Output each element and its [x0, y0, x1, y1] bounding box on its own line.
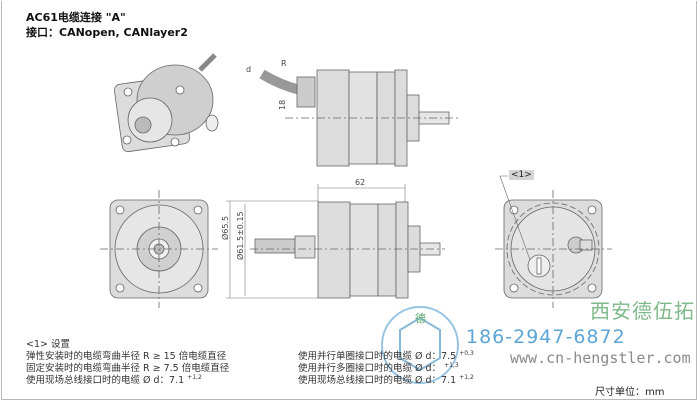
note-right-0: 使用并行单圈接口时的电缆 Ø d：7.5 +0,3	[298, 349, 474, 362]
dim-inner-diameter: Ø61.5±0.15	[235, 211, 245, 260]
note-left-2: 固定安装时的电缆弯曲半径 R ≥ 7.5 倍电缆直径	[26, 363, 230, 374]
watermark-url: www.cn-hengstler.com	[510, 349, 691, 367]
note-right-1: 使用并行多圈接口时的电缆 Ø d： +1,3	[298, 361, 459, 374]
title: AC61电缆连接 "A"	[26, 11, 126, 24]
front-view	[100, 190, 218, 308]
dim-length: 62	[355, 178, 365, 187]
watermark-phone: 186-2947-6872	[466, 326, 626, 348]
subtitle: 接口：CANopen, CANlayer2	[26, 26, 188, 39]
side-view-bottom	[226, 184, 445, 299]
dim-offset: 18	[278, 100, 287, 110]
dim-r: R	[281, 59, 287, 68]
unit-label: 尺寸单位：mm	[595, 387, 665, 398]
dim-d: d	[246, 65, 251, 74]
note-right-2: 使用现场总线接口时的电缆 Ø d：7.1 +1,2	[298, 373, 474, 386]
isometric-view	[113, 53, 219, 153]
note-left-1: 弹性安装时的电缆弯曲半径 R ≥ 15 倍电缆直径	[26, 351, 227, 362]
watermark-logo	[381, 306, 459, 384]
logo-char: 德	[415, 311, 426, 325]
rear-view	[495, 175, 612, 308]
note-left-3: 使用现场总线接口时的电缆 Ø d：7.1 +1,2	[26, 373, 202, 386]
dim-outer-diameter: Ø65.5	[220, 216, 230, 240]
side-view-top	[259, 69, 460, 167]
watermark-company: 西安德伍拓	[590, 299, 695, 323]
note-left-0: <1> 设置	[26, 339, 70, 350]
callout-label: <1>	[509, 170, 534, 180]
